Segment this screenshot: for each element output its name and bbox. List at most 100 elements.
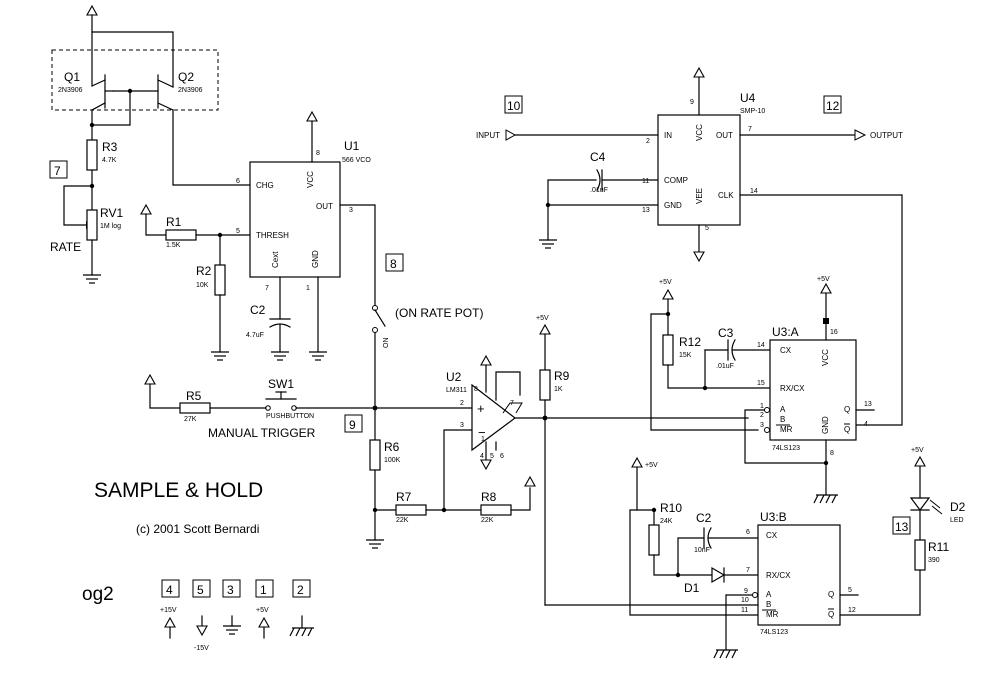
transistor-q1: Q1 2N3906 (58, 70, 131, 111)
r5-value: 27K (184, 416, 197, 423)
svg-text:Q: Q (844, 405, 850, 414)
svg-text:Cext: Cext (271, 251, 280, 268)
svg-text:GND: GND (664, 201, 682, 210)
sample-hold-section: 10 INPUT C4 .01uF U4 SMP-10 IN OUT COMP … (476, 67, 903, 426)
d2-part: LED (950, 517, 964, 524)
r7-value: 22K (396, 517, 409, 524)
r12-supply: +5V (659, 279, 672, 286)
svg-text:B: B (766, 600, 771, 609)
u3a-part: 74LS123 (772, 445, 800, 452)
svg-text:1: 1 (260, 583, 267, 597)
svg-text:2: 2 (760, 412, 764, 419)
svg-text:B: B (780, 415, 785, 424)
r9-value: 1K (554, 386, 563, 393)
svg-text:13: 13 (642, 207, 650, 214)
supply-arrow-q (86, 5, 98, 16)
svg-text:VCC: VCC (695, 124, 704, 141)
u1-part: 566 VCO (342, 157, 371, 164)
c2a-value: 4.7uF (246, 332, 264, 339)
sw1-label: MANUAL TRIGGER (208, 426, 316, 440)
c3-value: .01uF (716, 363, 734, 370)
node-7 (49, 160, 68, 179)
svg-text:-15V: -15V (194, 645, 209, 652)
q2-part: 2N3906 (178, 87, 203, 94)
svg-text:GND: GND (821, 416, 830, 434)
svg-text:+5V: +5V (256, 607, 269, 614)
svg-text:12: 12 (826, 99, 840, 113)
u3a-name: U3:A (772, 325, 799, 339)
svg-text:Q: Q (844, 425, 850, 434)
r10-value: 24K (660, 518, 673, 525)
u3b-part: 74LS123 (760, 629, 788, 636)
svg-text:3: 3 (460, 422, 464, 429)
sheet-name: og2 (82, 584, 114, 605)
node-8 (385, 253, 404, 272)
svg-text:IN: IN (664, 131, 672, 140)
r10-supply: +5V (645, 462, 658, 469)
r1-value: 1.5K (166, 242, 181, 249)
c4-value: .01uF (590, 187, 608, 194)
svg-text:11: 11 (642, 178, 649, 185)
copyright: (c) 2001 Scott Bernardi (136, 522, 259, 536)
r2-name: R2 (196, 264, 212, 278)
c2a-name: C2 (250, 303, 266, 317)
svg-text:3: 3 (760, 422, 764, 429)
svg-text:GND: GND (311, 250, 320, 268)
title-block: SAMPLE & HOLD (c) 2001 Scott Bernardi og… (82, 479, 263, 605)
svg-text:2: 2 (646, 138, 650, 145)
output-label: OUTPUT (870, 131, 903, 140)
rate-section: Q1 2N3906 Q2 2N3906 R3 4.7K RV1 1M l (49, 5, 483, 409)
r11-name: R11 (928, 540, 949, 554)
svg-text:1: 1 (306, 285, 310, 292)
r6-name: R6 (384, 440, 400, 454)
d2-name: D2 (950, 500, 966, 514)
svg-text:6: 6 (746, 529, 750, 536)
node-9 (344, 414, 363, 433)
svg-text:+15V: +15V (160, 607, 177, 614)
svg-text:4: 4 (480, 453, 484, 460)
svg-text:RX/CX: RX/CX (780, 384, 805, 393)
c3-name: C3 (718, 326, 734, 340)
svg-text:8: 8 (474, 386, 478, 393)
led-d2: D2 LED (909, 497, 966, 524)
r12-value: 15K (679, 352, 692, 359)
c2b-value: 10nF (694, 547, 710, 554)
node-12 (823, 95, 842, 114)
svg-text:−: − (478, 425, 486, 440)
sw1-name: SW1 (268, 377, 294, 391)
q1-part: 2N3906 (58, 87, 83, 94)
svg-text:4: 4 (166, 583, 173, 597)
node-10 (504, 95, 523, 114)
node-13 (892, 516, 911, 535)
svg-text:13: 13 (895, 520, 909, 534)
svg-text:3: 3 (227, 583, 234, 597)
svg-text:A: A (780, 405, 786, 414)
sw1-part: PUSHBUTTON (266, 413, 314, 420)
r10-name: R10 (660, 501, 682, 515)
svg-text:3: 3 (349, 207, 353, 214)
svg-text:2: 2 (297, 583, 304, 597)
q1-name: Q1 (64, 70, 80, 84)
r2-value: 10K (196, 282, 209, 289)
svg-text:2: 2 (460, 400, 464, 407)
svg-text:7: 7 (265, 285, 269, 292)
r8-name: R8 (481, 490, 497, 504)
svg-text:MR: MR (780, 425, 793, 434)
c4-name: C4 (590, 150, 606, 164)
c2b-name: C2 (696, 511, 712, 525)
svg-text:OUT: OUT (716, 131, 733, 140)
svg-text:VCC: VCC (306, 171, 315, 188)
ic-u3a-74ls123: U3:A 74LS123 CX RX/CX A B MR Q Q VCC GND… (757, 325, 872, 457)
ic-u3b-74ls123: U3:B 74LS123 CX RX/CX A B MR Q Q 6 7 9 1… (741, 510, 856, 636)
d1-name: D1 (684, 581, 700, 595)
svg-text:CHG: CHG (256, 181, 274, 190)
svg-text:THRESH: THRESH (256, 231, 289, 240)
svg-text:CX: CX (780, 346, 792, 355)
r3-value: 4.7K (102, 157, 117, 164)
svg-text:6: 6 (500, 453, 504, 460)
u2-name: U2 (446, 370, 462, 384)
r9-name: R9 (554, 369, 570, 383)
svg-text:8: 8 (390, 257, 397, 271)
r11-value: 390 (928, 557, 940, 564)
